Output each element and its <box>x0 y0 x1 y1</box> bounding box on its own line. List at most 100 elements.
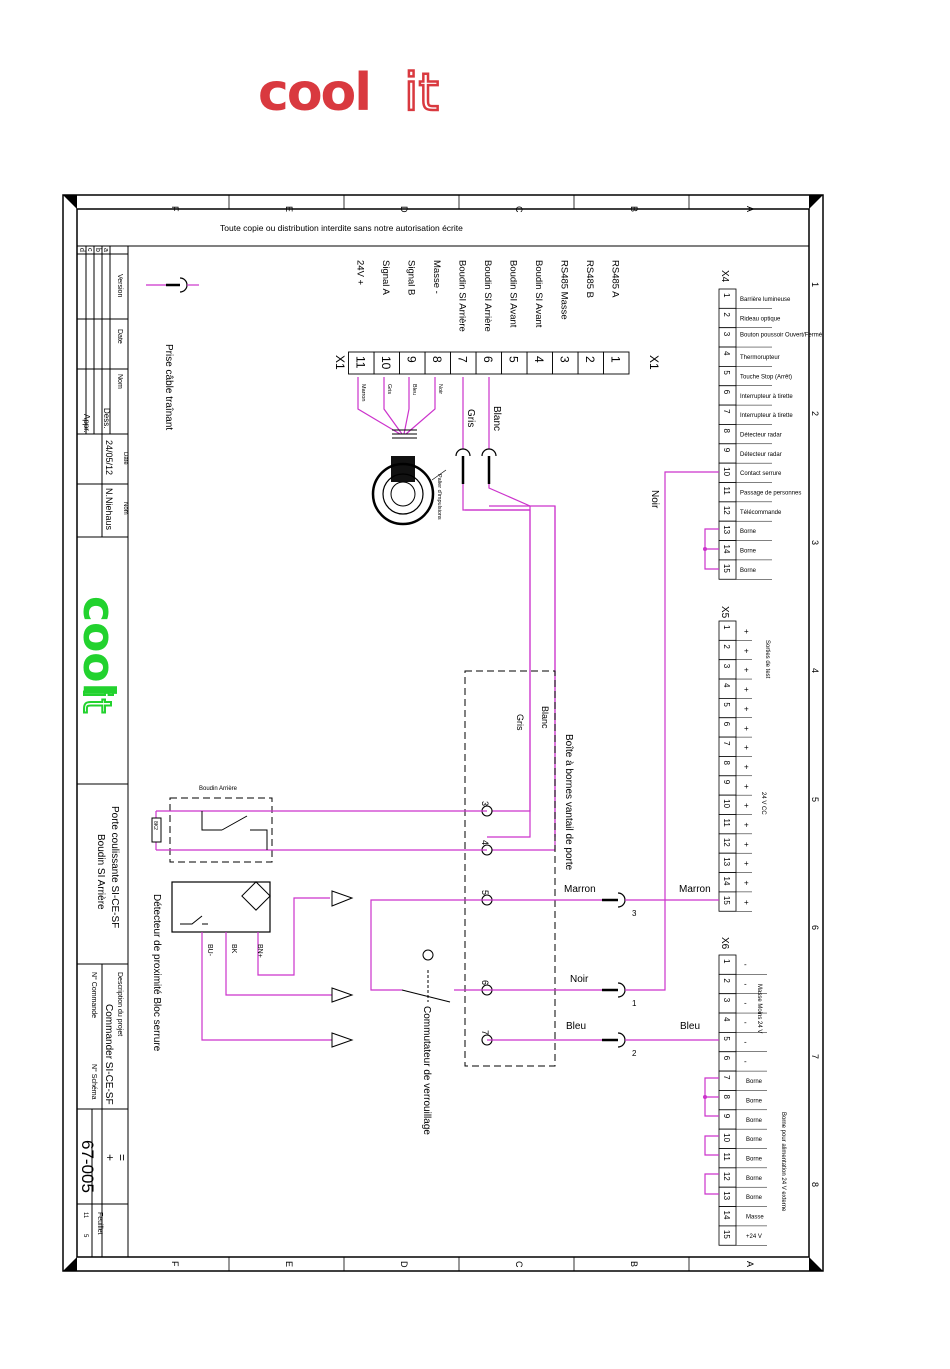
x6-terminal-sign: - <box>744 1037 747 1046</box>
x5-terminal-sign: + <box>744 898 749 907</box>
x4-terminal-num: 4 <box>722 351 731 356</box>
x4-terminal-label: Détecteur radar <box>740 452 782 458</box>
boudin-arriere-box <box>169 797 273 863</box>
x1-terminal-num: 8 <box>430 356 444 363</box>
x5-terminal-num: 9 <box>722 780 731 785</box>
x6-cells-cell <box>718 1012 737 1033</box>
x5-terminal-num: 13 <box>722 857 731 866</box>
col-e-top: E <box>284 206 294 212</box>
x4-cells-cell <box>718 443 737 464</box>
x5-terminal-num: 12 <box>722 838 731 847</box>
x4-terminal-num: 11 <box>722 487 731 496</box>
box-terminal-num: 7 <box>480 1030 490 1035</box>
row-4: 4 <box>810 668 820 673</box>
col-d-bottom: D <box>399 1261 409 1268</box>
x5-terminal-num: 8 <box>722 760 731 765</box>
x1-terminal-label: Masse - <box>431 260 442 294</box>
wire-label-bleu-2: Bleu <box>680 1021 700 1032</box>
x5-title: X5 <box>719 606 730 619</box>
wire-label-noir-1: Noir <box>570 974 589 985</box>
x1-terminal-num: 4 <box>532 356 546 363</box>
logo-word-cool: cool <box>258 63 370 122</box>
column-letters: A B C D E F A B C D E F <box>170 206 755 1268</box>
x4-terminal-label: Passage de personnes <box>740 491 801 497</box>
x6-terminal-sign: - <box>744 1057 747 1066</box>
col-a-bottom: A <box>745 1261 755 1267</box>
x6-terminal-label: Borne <box>746 1098 763 1104</box>
x6-label-borne-pour: Borne pour alimentation 24 V externe <box>780 1112 786 1212</box>
x5-terminal-num: 5 <box>722 702 731 707</box>
x6-terminal-sign: - <box>744 1018 747 1027</box>
x4-terminal-num: 2 <box>722 312 731 317</box>
rev-c: c <box>86 248 93 252</box>
x1-terminal-label: Boudin SI Arrière <box>482 260 493 332</box>
row-6: 6 <box>810 925 820 930</box>
wire-label-blanc-top: Blanc <box>491 406 502 431</box>
x4-cells-cell <box>718 404 737 425</box>
terminal-box-outline <box>464 670 556 1067</box>
x5-terminal-sign: + <box>744 646 749 655</box>
x5-terminal-sign: + <box>744 762 749 771</box>
row-5: 5 <box>810 797 820 802</box>
label-desc-projet: Description du projet <box>116 972 123 1036</box>
x5-terminal-num: 7 <box>722 741 731 746</box>
x5-cells-cell <box>718 775 737 796</box>
x6-terminal-num: 4 <box>722 1017 731 1022</box>
x6-cells-cell <box>718 1070 737 1091</box>
x5-terminal-sign: + <box>744 743 749 752</box>
col-c-bottom: C <box>514 1261 524 1268</box>
x5-label-24v: 24 V CC <box>760 792 766 815</box>
x6-terminal-num: 6 <box>722 1056 731 1061</box>
x4-terminal-label: Bouton poussoir Ouvert/Fermé <box>740 333 823 339</box>
wire-label-bleu-1: Bleu <box>566 1021 586 1032</box>
x1-terminal-label: Boudin SI Arrière <box>456 260 467 332</box>
x1-terminal-cell <box>348 351 375 375</box>
x4-terminal-num: 10 <box>722 467 731 476</box>
prise-cable-label: Prise câble traînant <box>163 344 174 430</box>
x5-cells-cell <box>718 717 737 738</box>
x4-terminal-label: Rideau optique <box>740 316 781 322</box>
x6-terminal-num: 9 <box>722 1114 731 1119</box>
col-d-top: D <box>399 206 409 213</box>
sensor-bu: BU- <box>206 944 213 957</box>
conn-num-3: 3 <box>632 909 637 918</box>
x1-terminal-num: 9 <box>404 356 418 363</box>
rev-b: b <box>94 248 101 252</box>
x4-title: X4 <box>719 270 730 283</box>
x5-cells-cell <box>718 678 737 699</box>
cable-plug-symbol <box>146 277 199 293</box>
outer-frame <box>62 194 824 1272</box>
x4-terminal-label: Borne <box>740 568 757 574</box>
x6-cells-cell <box>718 1032 737 1053</box>
x1-terminal-num: 3 <box>557 356 571 363</box>
x5-terminal-num: 11 <box>722 819 731 828</box>
x4-terminal-num: 15 <box>722 564 731 573</box>
x6-cells-cell <box>718 954 737 975</box>
x6-cells-cell <box>718 993 737 1014</box>
schematic-sheet: A B C D E F A B C D E F 1 2 3 4 5 6 7 8 … <box>62 194 824 1272</box>
x5-terminal-num: 6 <box>722 722 731 727</box>
x1-terminal-num: 2 <box>583 356 597 363</box>
x1-terminal-label: Boudin SI Avant <box>533 260 544 328</box>
x6-cells-cell <box>718 1225 737 1246</box>
col-b-top: B <box>629 206 639 212</box>
x6-terminal-num: 5 <box>722 1036 731 1041</box>
row-7: 7 <box>810 1054 820 1059</box>
x5-terminal-sign: + <box>744 840 749 849</box>
wire-blanc <box>481 377 531 838</box>
x5-terminal-sign: + <box>744 724 749 733</box>
wire-label-gris-top: Gris <box>465 409 476 427</box>
x5-terminal-sign: + <box>744 879 749 888</box>
x4-terminal-label: Détecteur radar <box>740 432 782 438</box>
x4-terminal-num: 6 <box>722 390 731 395</box>
x4-terminal-label: Thermorupteur <box>740 355 780 361</box>
wire-label-blanc-mid: Blanc <box>540 706 550 729</box>
row-1: 1 <box>810 282 820 287</box>
cool-it-logo-top: cool it <box>258 62 440 122</box>
x6-terminal-num: 11 <box>722 1153 731 1162</box>
label-n-commande: N° Commande <box>90 972 98 1018</box>
label-eq: = <box>115 1154 129 1161</box>
cable-bundle <box>357 377 447 526</box>
rev-d: d <box>78 248 85 252</box>
